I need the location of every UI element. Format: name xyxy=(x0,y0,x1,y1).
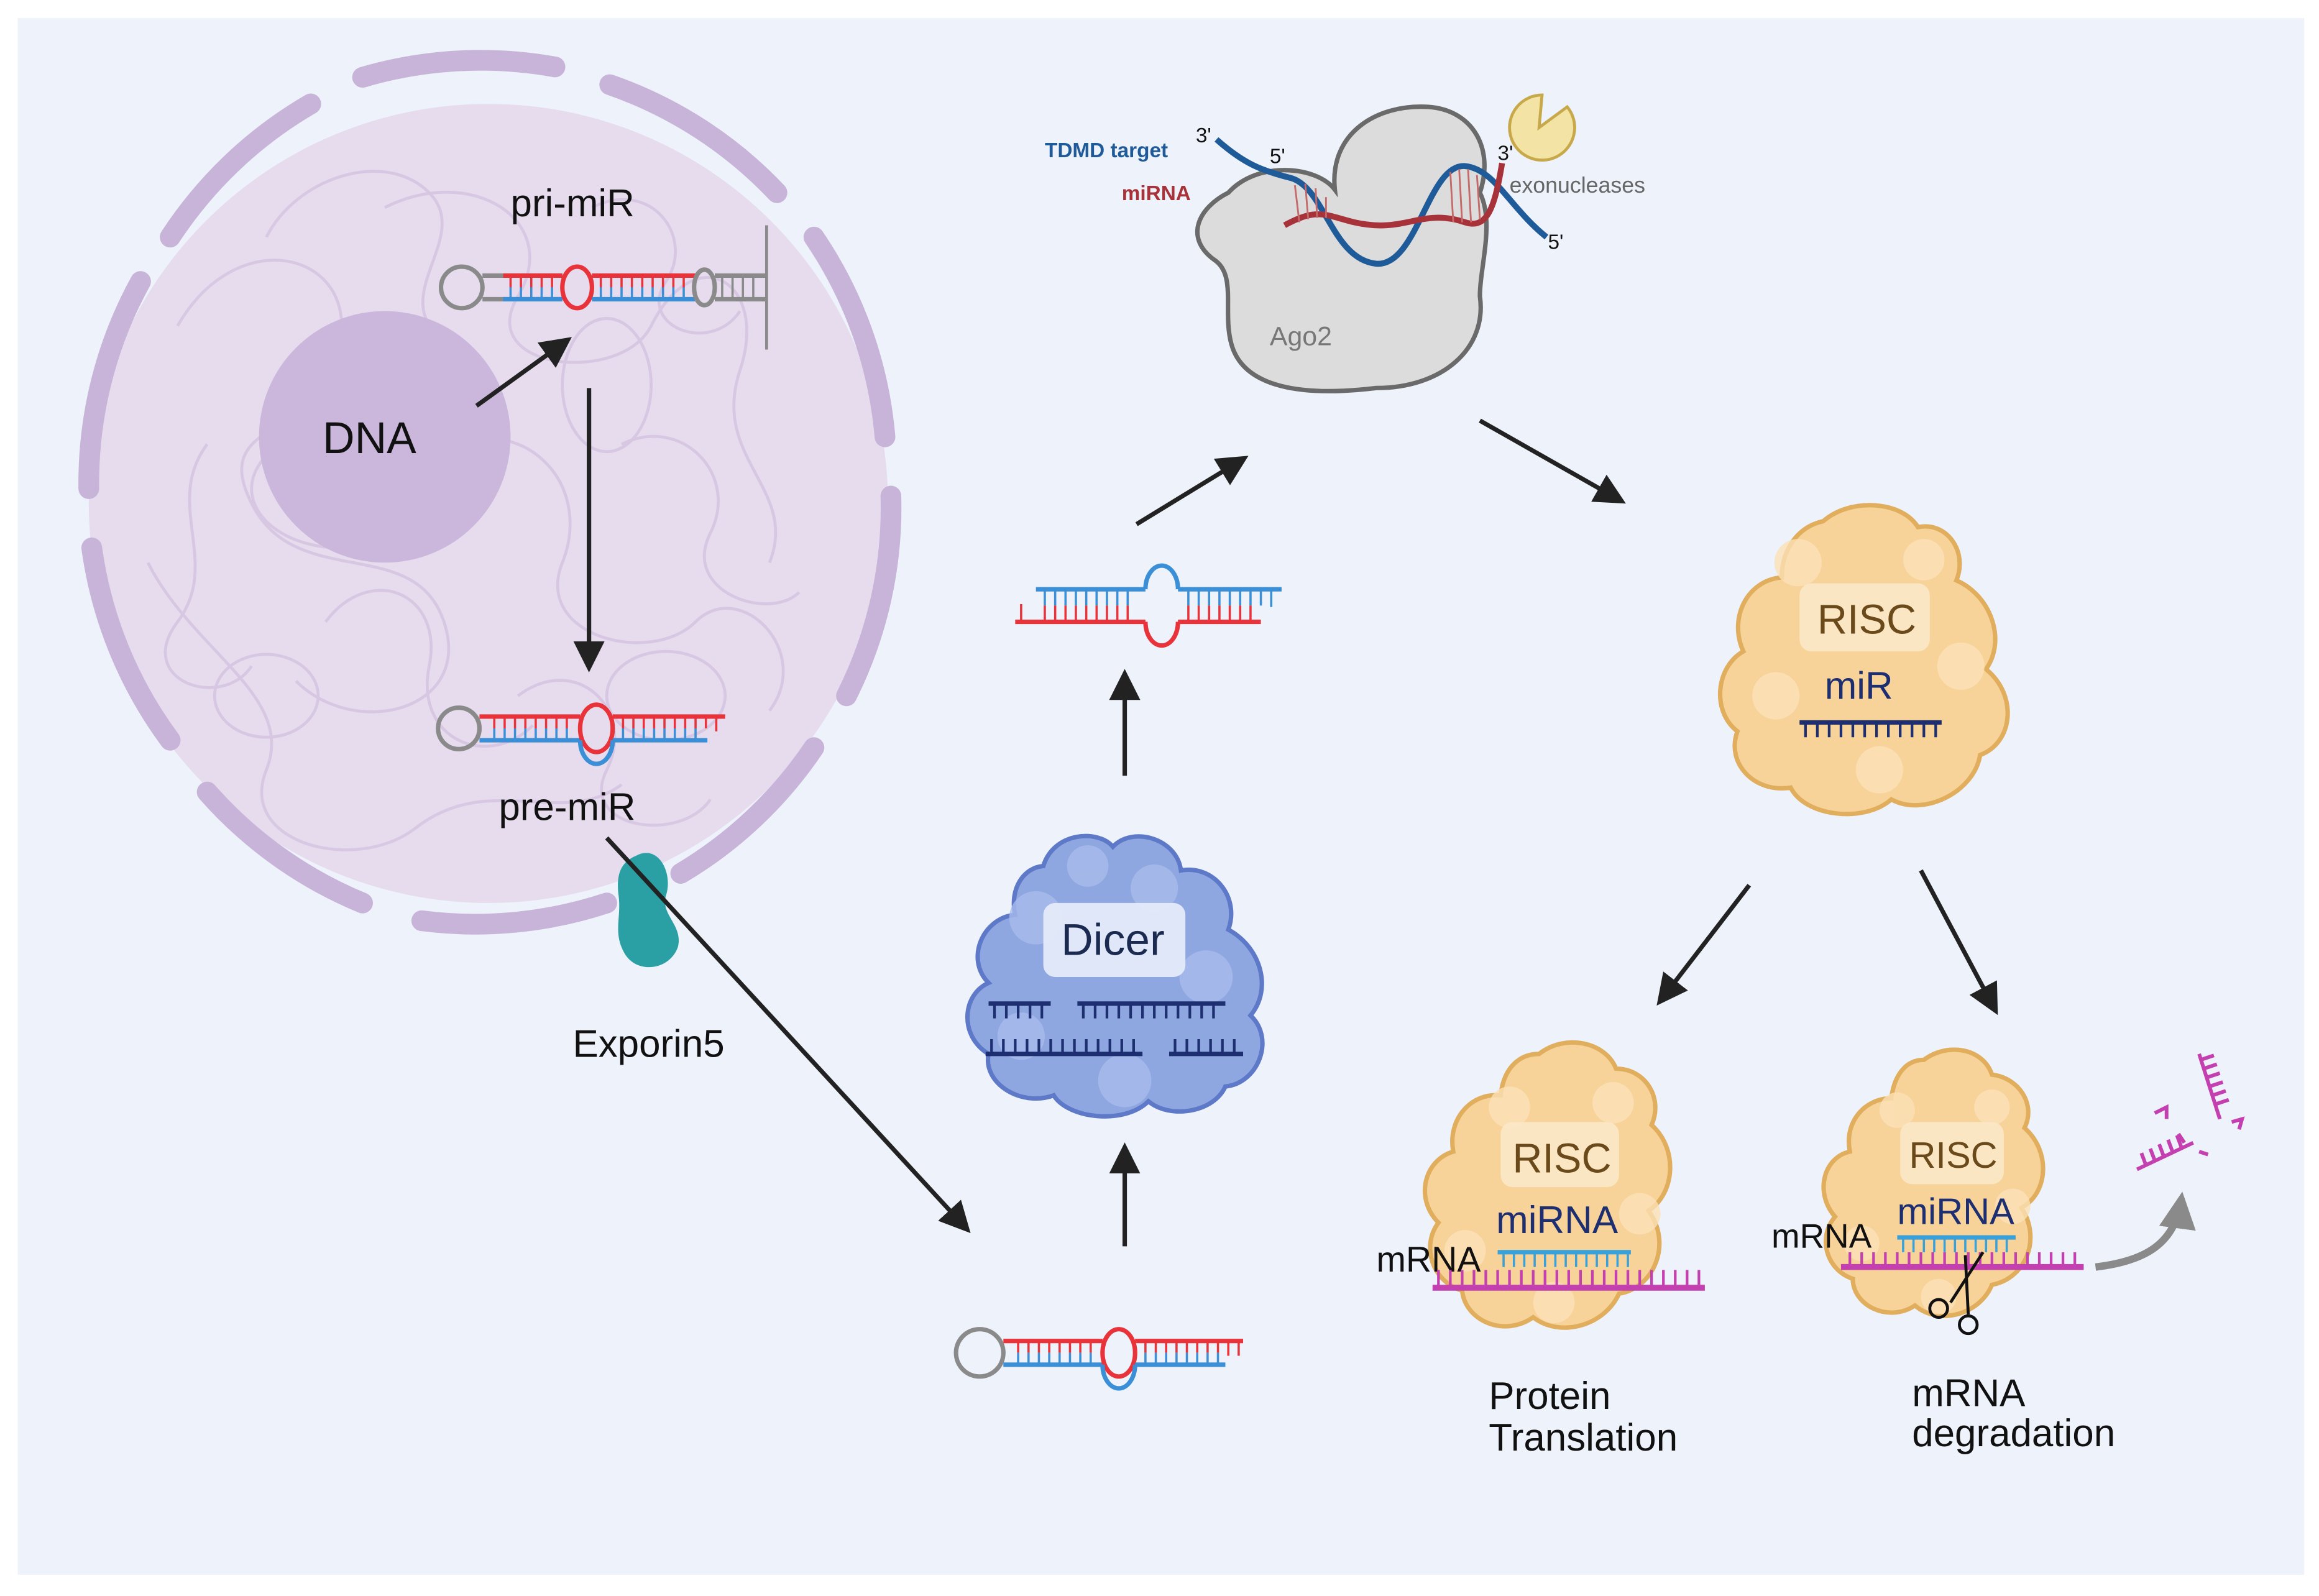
dna-label: DNA xyxy=(323,413,416,463)
dna-blob xyxy=(259,311,511,563)
tdmd-target-strand xyxy=(1215,137,1549,267)
risc-degradation: RISC miRNA mRNA mRNA xyxy=(1771,1047,2245,1455)
exonuclease-icon xyxy=(1508,93,1576,162)
risc-main: RISC miR xyxy=(1717,503,2010,817)
mirna-duplex xyxy=(1015,563,1282,648)
arrow-dna-to-pri-mir xyxy=(475,337,572,408)
risc-main-label-box xyxy=(1799,583,1930,652)
protein-translation-label-line2: Translation xyxy=(1489,1416,1678,1459)
cytoplasmic-pre-mir xyxy=(953,1327,1244,1391)
five-prime-label-right: 5' xyxy=(1548,231,1564,254)
mirna-strand xyxy=(1283,162,1505,229)
dicer-label-box xyxy=(1043,902,1186,977)
mir-label: miR xyxy=(1825,664,1893,707)
risc-translation: RISC miRNA mRNA Protein Translation xyxy=(1376,1040,1705,1459)
degradation-curve-arrow xyxy=(2095,1191,2196,1271)
dicer-complex: Dicer xyxy=(965,833,1265,1119)
protein-translation-label-line1: Protein xyxy=(1489,1375,1610,1418)
ago2-label: Ago2 xyxy=(1270,321,1332,351)
mrna-degradation-label-line2: degradation xyxy=(1912,1412,2115,1455)
pri-mir-label: pri-miR xyxy=(510,182,634,225)
mrna-translation-label: mRNA xyxy=(1376,1240,1481,1280)
exporin5-protein xyxy=(618,853,679,968)
pri-mir-hairpin xyxy=(438,225,768,350)
risc-translation-label-box xyxy=(1500,1122,1619,1188)
chromatin xyxy=(146,170,801,851)
tdmd-target-label: TDMD target xyxy=(1045,139,1168,162)
mirna-strand-label: miRNA xyxy=(1122,182,1191,205)
nucleus: DNA pri-miR pre-miR xyxy=(78,50,902,935)
mrna-degradation-label-line1: mRNA xyxy=(1912,1372,2026,1415)
mirna-translation-label: miRNA xyxy=(1496,1199,1619,1242)
mirna-degradation-label: miRNA xyxy=(1897,1191,2014,1232)
arrow-duplex-to-ago2 xyxy=(1135,456,1249,526)
nuclear-envelope xyxy=(78,50,902,935)
mrna-degradation-strand-label: mRNA xyxy=(1771,1217,1872,1255)
exonucleases-label: exonucleases xyxy=(1510,173,1645,198)
arrow-risc-to-translation xyxy=(1656,884,1752,1006)
arrow-export-to-cytoplasm xyxy=(605,836,971,1234)
exporin5-label: Exporin5 xyxy=(572,1023,724,1066)
three-prime-label-right: 3' xyxy=(1498,142,1513,165)
dicer-label: Dicer xyxy=(1061,915,1165,965)
pre-mir-hairpin xyxy=(436,702,725,766)
arrow-risc-to-degradation xyxy=(1919,869,1998,1016)
risc-translation-label: RISC xyxy=(1512,1135,1611,1181)
risc-main-label: RISC xyxy=(1817,597,1916,643)
arrow-ago2-to-risc xyxy=(1479,418,1626,504)
five-prime-label-left: 5' xyxy=(1270,145,1285,168)
scissors-icon xyxy=(1928,1251,1985,1336)
risc-degradation-label-box xyxy=(1900,1122,2004,1185)
pre-mir-label: pre-miR xyxy=(498,786,635,829)
mrna-fragments xyxy=(2136,1053,2245,1172)
risc-degradation-label: RISC xyxy=(1909,1134,1997,1176)
three-prime-label-left: 3' xyxy=(1196,124,1211,147)
ago2-protein xyxy=(1195,104,1489,393)
ago2-tdmd-complex: Ago2 exonucleases TDMD target miRNA 3' 5… xyxy=(1045,93,1645,393)
